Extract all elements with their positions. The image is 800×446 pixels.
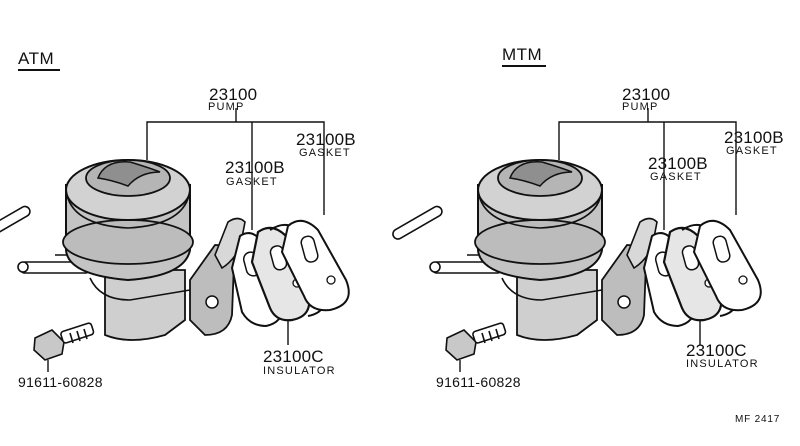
- mtm-title: MTM: [502, 45, 543, 64]
- mtm-bolt-number: 91611-60828: [436, 374, 521, 390]
- mtm-insulator-number: 23100C: [686, 341, 747, 360]
- atm-title: ATM: [18, 49, 55, 68]
- mtm-insulator-name: INSULATOR: [686, 358, 759, 370]
- atm-pump-number: 23100: [209, 85, 258, 104]
- atm-pump-name: PUMP: [208, 101, 245, 113]
- atm-gasket-inner-name: GASKET: [226, 176, 278, 188]
- atm-insulator-number: 23100C: [263, 347, 324, 366]
- mtm-gasket-inner-number: 23100B: [648, 154, 708, 173]
- atm-gasket-outer-name: GASKET: [299, 147, 351, 159]
- atm-gasket-outer-number: 23100B: [296, 130, 356, 149]
- atm-bolt-number: 91611-60828: [18, 374, 103, 390]
- mtm-gasket-inner-name: GASKET: [650, 171, 702, 183]
- atm-insulator-name: INSULATOR: [263, 365, 336, 377]
- mtm-gasket-outer-name: GASKET: [726, 145, 778, 157]
- atm-gasket-inner-number: 23100B: [225, 158, 285, 177]
- figure-reference: MF 2417: [735, 414, 781, 425]
- mtm-pump-number: 23100: [622, 85, 671, 104]
- mtm-assembly-drawing: [390, 106, 762, 374]
- mtm-pump-name: PUMP: [622, 101, 659, 113]
- mtm-gasket-outer-number: 23100B: [724, 128, 784, 147]
